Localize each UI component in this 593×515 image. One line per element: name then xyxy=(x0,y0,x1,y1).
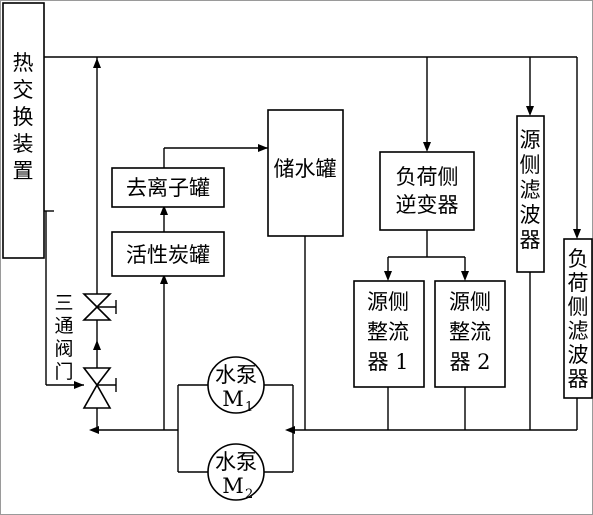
arrow-into-valve2 xyxy=(89,426,99,434)
svg-text:源: 源 xyxy=(520,128,541,152)
svg-text:热: 热 xyxy=(13,51,34,75)
arrow-valve1-up xyxy=(93,58,101,68)
svg-text:M: M xyxy=(222,387,244,411)
svg-text:源侧: 源侧 xyxy=(367,290,409,314)
svg-text:装: 装 xyxy=(13,132,34,156)
load-side-inverter-box xyxy=(379,151,475,231)
svg-text:水泵: 水泵 xyxy=(215,450,257,474)
arrow-to-storage xyxy=(258,144,268,152)
svg-text:器 1: 器 1 xyxy=(367,350,408,374)
svg-text:负: 负 xyxy=(568,247,589,271)
pump-2-symbol xyxy=(207,443,265,501)
activated-carbon-tank-box xyxy=(111,231,225,277)
three-way-valve-1 xyxy=(82,293,117,321)
arrow-hx-into-valve2 xyxy=(74,381,84,389)
load-side-filter-label: 负 荷 侧 滤 波 器 xyxy=(568,247,589,391)
svg-text:侧: 侧 xyxy=(568,295,589,319)
arrow-inverter xyxy=(423,142,431,152)
source-rectifier-1-box xyxy=(353,280,425,388)
water-storage-tank-box xyxy=(267,109,344,237)
svg-text:波: 波 xyxy=(568,343,589,367)
svg-text:整流: 整流 xyxy=(449,320,491,344)
svg-text:逆变器: 逆变器 xyxy=(396,193,459,217)
pump-1-label: 水泵 M 1 xyxy=(215,363,257,415)
svg-text:器: 器 xyxy=(520,228,541,252)
pump-2-label: 水泵 M 2 xyxy=(215,450,257,502)
svg-text:阀: 阀 xyxy=(54,338,73,360)
svg-text:通: 通 xyxy=(54,315,73,337)
svg-text:波: 波 xyxy=(520,203,541,227)
activated-carbon-tank-label: 活性炭罐 xyxy=(126,243,210,267)
svg-text:换: 换 xyxy=(13,105,34,129)
load-side-inverter-label: 负荷侧 逆变器 xyxy=(396,165,459,217)
svg-text:水泵: 水泵 xyxy=(215,363,257,387)
pump-1-symbol xyxy=(207,356,265,414)
source-rectifier-1-label: 源侧 整流 器 1 xyxy=(367,290,409,374)
source-side-filter-label: 源 侧 滤 波 器 xyxy=(520,128,541,252)
source-side-filter-box xyxy=(516,115,545,273)
svg-text:负荷侧: 负荷侧 xyxy=(396,165,459,189)
deionization-tank-box xyxy=(111,167,225,208)
arrow-rect2 xyxy=(461,271,469,281)
svg-text:M: M xyxy=(222,474,244,498)
svg-text:滤: 滤 xyxy=(568,319,589,343)
arrow-to-deion xyxy=(160,205,168,215)
three-way-valve-2 xyxy=(82,367,117,409)
source-rectifier-2-box xyxy=(434,280,506,388)
heat-exchanger-box xyxy=(2,2,45,259)
arrow-rect1 xyxy=(384,271,392,281)
source-rectifier-2-label: 源侧 整流 器 2 xyxy=(449,290,491,374)
arrow-to-carbon xyxy=(160,274,168,284)
arrow-bus-into-pumps xyxy=(285,426,295,434)
svg-text:整流: 整流 xyxy=(367,320,409,344)
svg-text:2: 2 xyxy=(245,487,253,502)
svg-text:1: 1 xyxy=(245,400,253,415)
svg-text:器 2: 器 2 xyxy=(449,350,490,374)
svg-text:三: 三 xyxy=(54,292,73,314)
heat-exchanger-label: 热 交 换 装 置 xyxy=(13,51,34,183)
water-storage-tank-label: 储水罐 xyxy=(274,157,337,181)
arrow-load-filter xyxy=(573,229,581,239)
three-way-valve-label: 三 通 阀 门 xyxy=(54,292,73,383)
arrow-valve-link xyxy=(93,340,101,350)
load-side-filter-box xyxy=(563,238,593,399)
svg-text:置: 置 xyxy=(13,159,34,183)
arrow-source-filter xyxy=(526,106,534,116)
svg-text:侧: 侧 xyxy=(520,153,541,177)
svg-text:荷: 荷 xyxy=(568,271,589,295)
svg-text:滤: 滤 xyxy=(520,178,541,202)
svg-text:门: 门 xyxy=(54,361,73,383)
svg-text:器: 器 xyxy=(568,367,589,391)
svg-text:源侧: 源侧 xyxy=(449,290,491,314)
svg-text:交: 交 xyxy=(13,78,34,102)
deionization-tank-label: 去离子罐 xyxy=(126,176,210,200)
